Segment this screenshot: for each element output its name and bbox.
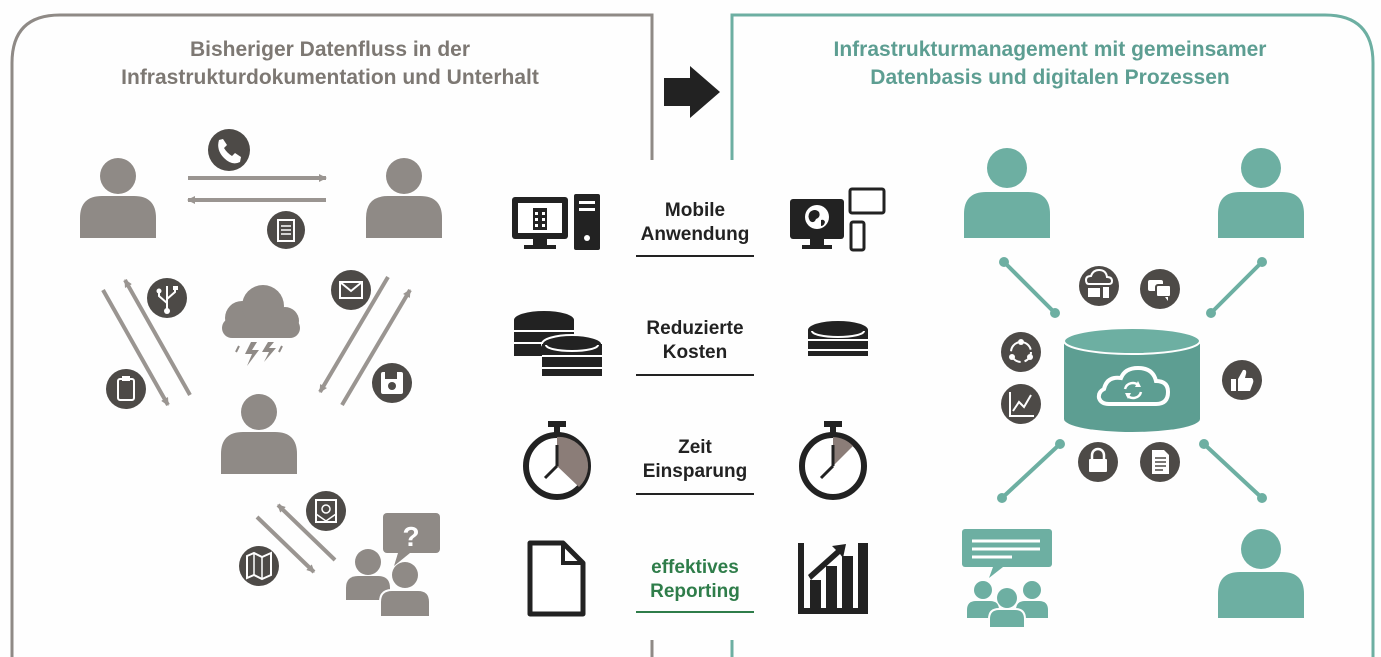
benefit-label-reporting: effektives Reporting [620,556,770,604]
stopwatch-icon-right [799,421,867,500]
benefit-time-line1: Zeit [678,437,712,458]
recycle-cycle-icon [1001,332,1041,372]
person-icon-teal-top-right [1218,148,1304,238]
bar-chart-icon [798,543,868,614]
small-coin-stack-icon [808,321,868,356]
cloud-devices-icon [1079,266,1119,306]
person-icon-top-left [80,158,156,238]
benefit-costs-line2: Kosten [662,342,728,363]
envelope-icon [331,270,371,310]
left-panel-title: Bisheriger Datenfluss in der Infrastrukt… [40,36,620,92]
benefit-costs-line1: Reduzierte [646,318,744,339]
left-title-line2: Infrastrukturdokumentation und Unterhalt [121,66,539,89]
chat-bubbles-icon [1140,269,1180,309]
large-coin-stacks-icon [514,311,603,376]
central-database-icon [1063,327,1201,432]
map-icon [239,546,279,586]
floppy-disk-icon [372,363,412,403]
email-at-icon [306,491,346,531]
person-icon-teal-bottom-right [1218,529,1304,618]
thumbs-up-icon [1222,360,1262,400]
right-title-line1: Infrastrukturmanagement mit gemeinsamer [833,38,1267,61]
benefit-mobile-line1: Mobile [664,200,726,221]
multi-device-icon [790,187,886,252]
group-discussion-icon [962,529,1052,629]
transition-arrow-icon [664,66,720,118]
desktop-computer-icon [512,194,600,250]
phone-icon [208,129,250,171]
person-icon-center [221,394,297,474]
group-with-question-icon: ? [346,513,440,618]
benefit-label-mobile: Mobile Anwendung [620,199,770,247]
blank-document-icon [527,540,586,617]
left-panel-frame [10,13,654,657]
benefit-reporting-line1: effektives [651,557,739,578]
right-panel-frame [730,13,1375,657]
benefit-label-time: Zeit Einsparung [620,436,770,484]
benefit-time-line2: Einsparung [642,461,748,482]
right-title-line2: Datenbasis und digitalen Prozessen [870,66,1230,89]
person-icon-top-right [366,158,442,238]
document-form-icon [267,211,305,249]
svg-text:?: ? [402,521,419,552]
stopwatch-icon-left [523,421,591,500]
person-icon-teal-top-left [964,148,1050,238]
left-title-line1: Bisheriger Datenfluss in der [189,38,471,61]
clipboard-icon [106,369,146,409]
usb-icon [147,278,187,318]
benefit-reporting-line2: Reporting [650,581,740,602]
thunderstorm-cloud-icon [222,285,300,366]
right-panel-title: Infrastrukturmanagement mit gemeinsamer … [760,36,1340,92]
line-chart-icon [1001,384,1041,424]
benefit-label-costs: Reduzierte Kosten [620,317,770,365]
benefit-mobile-line2: Anwendung [640,224,750,245]
lock-icon [1078,442,1118,482]
document-text-icon [1140,442,1180,482]
